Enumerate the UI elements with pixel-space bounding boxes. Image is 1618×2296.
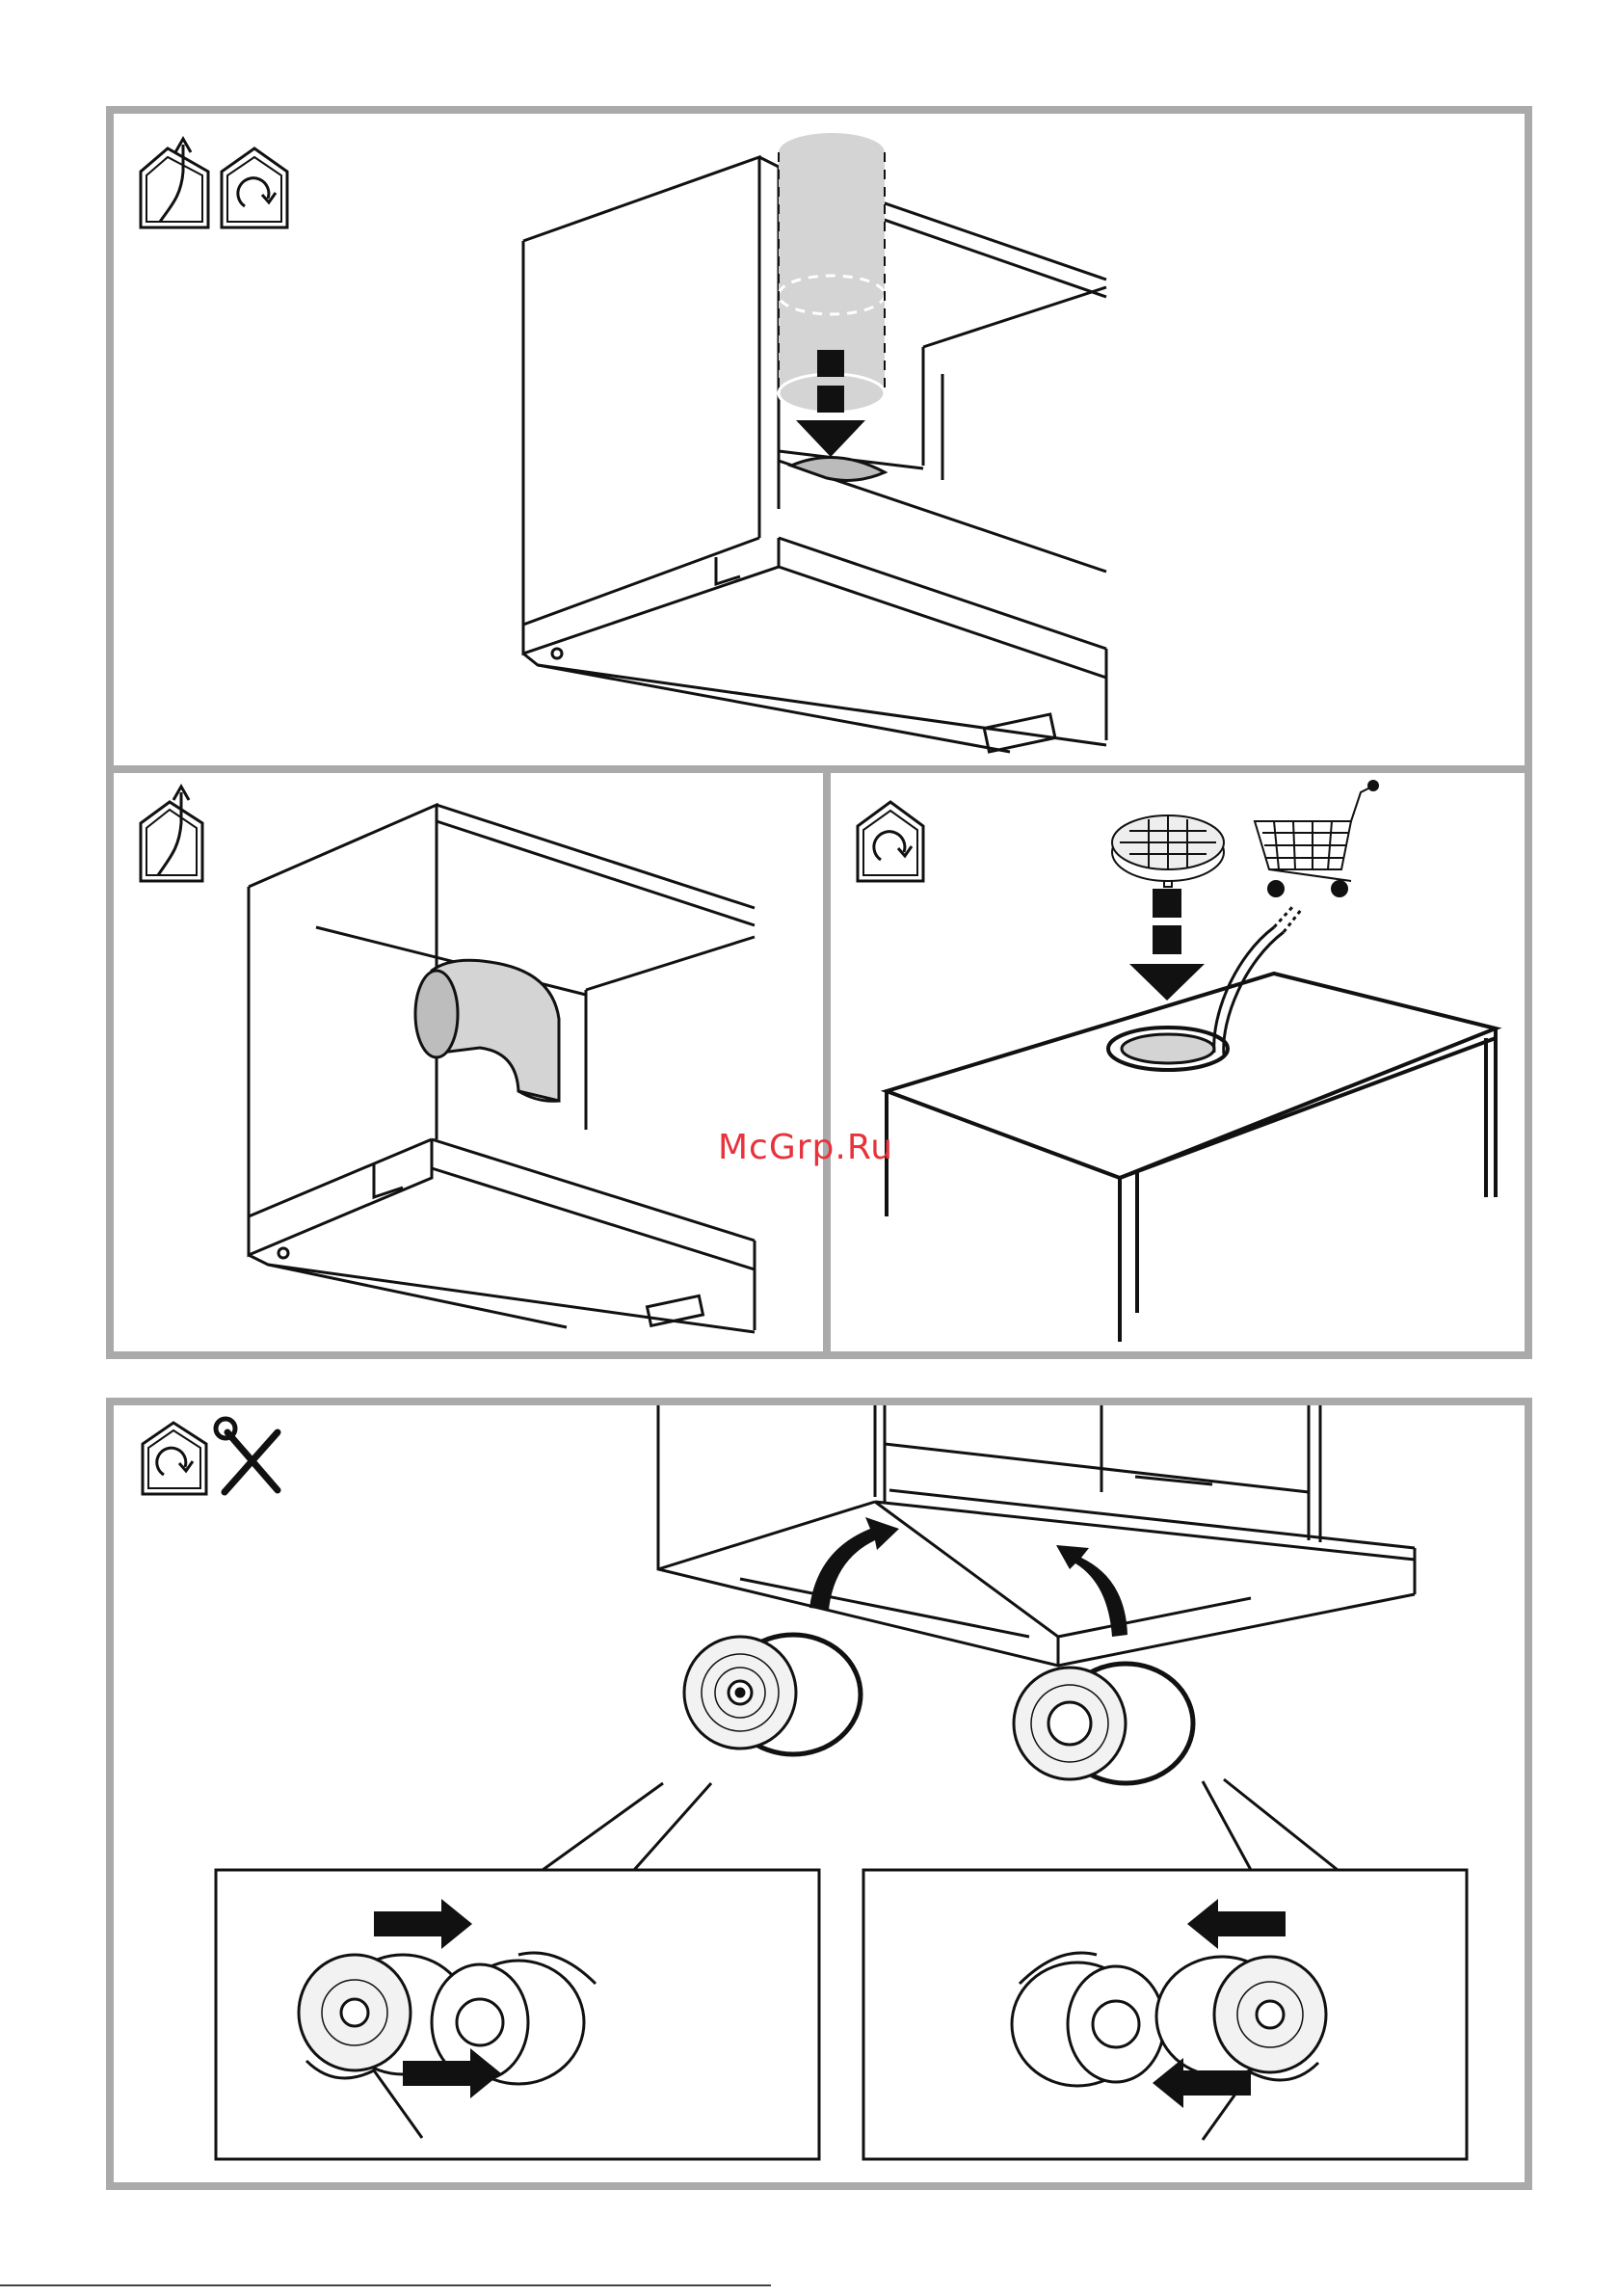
callout-box-left (216, 1870, 819, 2159)
hood-elbow-duct-illustration (114, 773, 823, 1351)
recirculation-icon (222, 148, 287, 227)
callout-box-right (863, 1870, 1467, 2159)
panel-middle-right (823, 765, 1532, 1359)
filter-onto-hood-illustration (831, 773, 1525, 1351)
rotate-arrow-left-icon (809, 1517, 899, 1610)
watermark-text: McGrp.Ru (718, 1128, 893, 1167)
callout-lines (543, 1779, 1338, 1870)
recirculation-icon (858, 802, 923, 881)
hood-outlet (1108, 1028, 1228, 1070)
hood-underside (658, 1405, 1415, 1666)
arrow-down-icon (1129, 889, 1205, 1001)
charcoal-filter-left (684, 1635, 861, 1754)
panel-top (106, 106, 1532, 773)
ducted-exhaust-icon (141, 787, 202, 881)
recirculation-icon (143, 1423, 206, 1494)
shopping-cart-icon (1255, 781, 1378, 896)
charcoal-filter (1112, 815, 1224, 887)
footer-rule (0, 2284, 771, 2286)
cabinet-drawing (249, 805, 755, 1332)
tools-icon (216, 1419, 278, 1492)
charcoal-filter-right (1014, 1664, 1193, 1783)
rotate-arrow-right-icon (1056, 1545, 1127, 1637)
panel-middle-left (106, 765, 831, 1359)
panel-bottom (106, 1398, 1532, 2190)
hood-ducted-illustration (114, 114, 1525, 765)
ducted-exhaust-icon (141, 139, 208, 227)
filter-fitting-illustration (114, 1405, 1525, 2182)
